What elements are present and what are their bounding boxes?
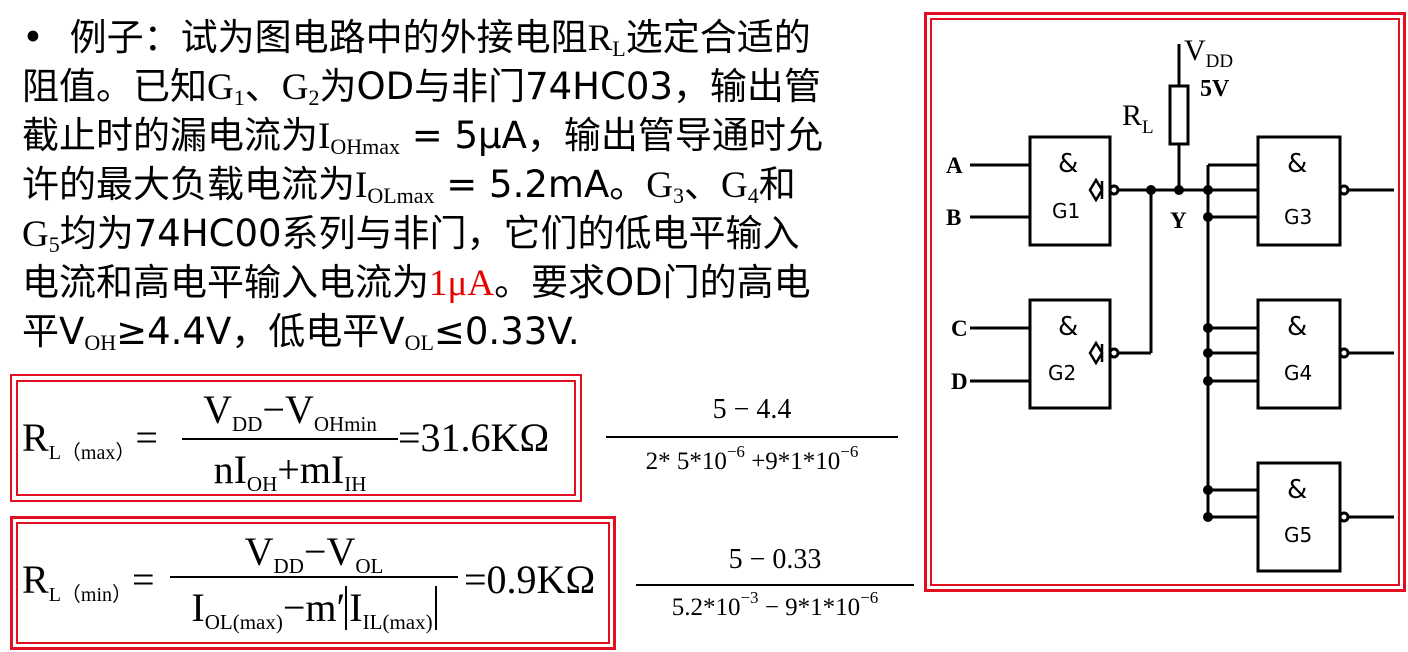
calc-max-denominator: 2* 5*10−6 +9*1*10−6 xyxy=(645,442,859,475)
problem-statement: • 例子：试为图电路中的外接电阻RL选定合适的 阻值。已知G1、G2为OD与非门… xyxy=(22,14,922,356)
formula-min-denominator: IOL(max)−m′IIL(max) xyxy=(170,584,458,633)
problem-line-4: 许的最大负载电流为IOLmax = 5.2mA。G3、G4和 xyxy=(22,163,796,208)
calc-max-numerator: 5 − 4.4 xyxy=(712,394,792,425)
calc-max-fraction: 5 − 4.4 2* 5*10−6 +9*1*10−6 xyxy=(606,394,898,484)
formula-min-fraction: VDD−VOL IOL(max)−m′IIL(max) xyxy=(170,528,458,640)
bullet: • xyxy=(22,16,44,59)
formula-max-lhs: RL（max）= xyxy=(22,415,158,464)
problem-line-6: 电流和高电平输入电流为1μA。要求OD门的高电 xyxy=(22,261,811,304)
fraction-bar xyxy=(636,584,914,586)
problem-line-7: 平VOH≥4.4V，低电平VOL≤0.33V. xyxy=(22,310,580,355)
formula-max-denominator: nIOH+mIIH xyxy=(213,447,367,496)
problem-line-3: 截止时的漏电流为IOHmax = 5μA，输出管导通时允 xyxy=(22,114,823,159)
highlight-current: 1μA xyxy=(429,263,495,304)
formula-box-min xyxy=(10,516,616,650)
formula-box-max xyxy=(10,374,582,502)
calc-min-denominator: 5.2*10−3 − 9*1*10−6 xyxy=(671,588,879,621)
problem-line-2: 阻值。已知G1、G2为OD与非门74HC03，输出管 xyxy=(22,65,821,110)
fraction-bar xyxy=(182,438,398,440)
formula-max-numerator: VDD−VOHmin xyxy=(203,387,377,436)
formula-max-fraction: VDD−VOHmin nIOH+mIIH xyxy=(182,386,398,496)
calc-min-fraction: 5 − 0.33 5.2*10−3 − 9*1*10−6 xyxy=(636,544,914,634)
formula-min-lhs: RL（min）= xyxy=(22,557,155,606)
problem-line-1: • 例子：试为图电路中的外接电阻RL选定合适的 xyxy=(22,16,811,61)
problem-line-5: G5均为74HC00系列与非门，它们的低电平输入 xyxy=(22,212,800,257)
fraction-bar xyxy=(606,436,898,438)
circuit-frame xyxy=(924,12,1406,592)
abs-bar: IIL(max) xyxy=(345,586,437,633)
formula-min-numerator: VDD−VOL xyxy=(244,529,384,578)
formula-min-result: =0.9KΩ xyxy=(464,557,596,602)
calc-min-numerator: 5 − 0.33 xyxy=(728,544,822,575)
formula-max-result: =31.6KΩ xyxy=(398,415,550,460)
fraction-bar xyxy=(170,576,458,578)
